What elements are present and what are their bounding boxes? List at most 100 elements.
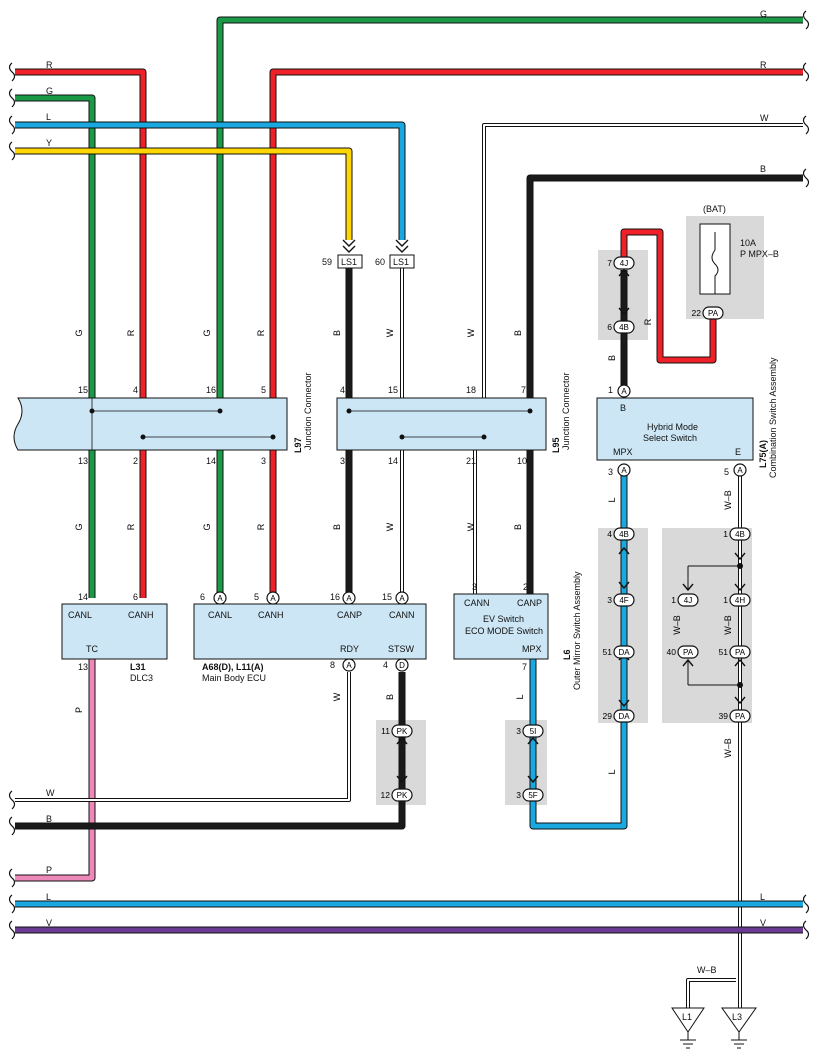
l95-pin-3: 3 — [340, 456, 345, 466]
hy-title2: Select Switch — [643, 433, 697, 443]
ev-mpx: MPX — [522, 644, 542, 654]
ecu-pin-15: 15 — [382, 592, 392, 602]
hy-pin-3: 3 — [608, 467, 613, 477]
svg-text:A: A — [621, 466, 627, 475]
l97-pin-13: 13 — [78, 456, 88, 466]
num-pa39: 39 — [719, 711, 729, 721]
vl-r2: R — [256, 329, 266, 336]
wire-r-left-outline — [15, 68, 147, 398]
wire-wb-gnd — [687, 979, 736, 1008]
svg-text:PA: PA — [708, 309, 719, 318]
break-mark — [8, 894, 16, 914]
ls1-b-label: LS1 — [393, 257, 409, 267]
vl-r5: R — [643, 318, 653, 325]
svg-text:PK: PK — [397, 727, 408, 736]
wire-label-left-g: G — [46, 86, 53, 96]
ecu-pin-5: 5 — [254, 592, 259, 602]
svg-text:4B: 4B — [619, 323, 629, 332]
dlc3-box — [61, 603, 168, 660]
ev-title1: EV Switch — [483, 614, 524, 624]
break-mark — [8, 790, 16, 810]
wire-b-stsw-outline — [15, 672, 406, 830]
num-4j: 7 — [607, 258, 612, 268]
vl-wb4: W–B — [723, 738, 733, 758]
break-mark — [8, 88, 16, 108]
ev-pin-7: 7 — [522, 662, 527, 672]
ls1-connectors — [337, 254, 415, 269]
wire-label-bot-l2: L — [760, 892, 765, 902]
wire-label-bot-w: W — [46, 788, 55, 798]
ground-symbols — [671, 1007, 757, 1049]
vl-g4: G — [202, 523, 212, 530]
wire-p-tc-outline — [15, 659, 96, 882]
vl-w4: W — [466, 522, 476, 531]
wire-label-top-w: W — [760, 113, 769, 123]
svg-text:A: A — [346, 594, 352, 603]
ls1-a-label: LS1 — [341, 257, 357, 267]
fuse-icon — [711, 232, 719, 294]
l97-label: L97 — [293, 437, 303, 453]
vl-w2: W — [466, 328, 476, 337]
break-mark — [802, 168, 810, 188]
dlc-canh: CANH — [128, 610, 154, 620]
break-mark — [8, 62, 16, 82]
a68-label: A68(D), L11(A) — [202, 662, 264, 672]
pin-pa-39: PA — [729, 709, 751, 723]
pin-pk-12: PK — [391, 788, 413, 802]
l31-label: L31 — [130, 662, 146, 672]
dlc-tc: TC — [86, 644, 98, 654]
wire-label-left-l: L — [46, 112, 51, 122]
l75-label: L75(A) — [758, 440, 768, 468]
main-body-ecu-box — [193, 603, 427, 660]
vl-b1: B — [332, 330, 342, 336]
l97-pin-4: 4 — [133, 385, 138, 395]
svg-text:4F: 4F — [619, 596, 628, 605]
shaded-zones — [376, 216, 764, 805]
ecu-cann: CANN — [389, 610, 415, 620]
pin-pk-11: PK — [391, 724, 413, 738]
wire-g-left-outline — [15, 94, 96, 398]
l95-pin-7: 7 — [521, 385, 526, 395]
ecu-pin-16: 16 — [330, 592, 340, 602]
pin-4h: 4H — [729, 593, 751, 607]
ground-l1: L1 — [682, 1012, 692, 1022]
dlc-pin-14: 14 — [78, 592, 88, 602]
l95-label: L95 — [551, 437, 561, 453]
vl-r3: R — [126, 523, 136, 530]
ecu-canh: CANH — [258, 610, 284, 620]
num-pa51: 51 — [719, 647, 729, 657]
wire-r-fuse — [621, 229, 716, 363]
wire-l-left — [15, 122, 405, 240]
break-mark — [8, 868, 16, 888]
vl-g2: G — [202, 329, 212, 336]
num-4b: 6 — [607, 322, 612, 332]
ecu-pin-4: 4 — [383, 660, 388, 670]
fuse-bat: (BAT) — [703, 204, 726, 214]
switch-internal — [687, 563, 743, 688]
wire-r-top — [270, 69, 803, 398]
pin-pa-22: PA — [702, 306, 724, 320]
wire-w-rdy-outline — [15, 672, 351, 802]
l95-pin-14: 14 — [388, 456, 398, 466]
svg-text:A: A — [270, 594, 276, 603]
vl-b4: B — [513, 524, 523, 530]
l97-pin-3: 3 — [261, 456, 266, 466]
pin-da-51: DA — [613, 645, 635, 659]
num-4j-comb: 1 — [671, 595, 676, 605]
wire-w-rdy — [15, 672, 350, 801]
l97-pin-2: 2 — [133, 456, 138, 466]
pin-4f: 4F — [613, 593, 635, 607]
l95-pin-21: 21 — [466, 456, 476, 466]
l95-pin-10: 10 — [517, 456, 527, 466]
pin-4b-l6: 4B — [613, 527, 635, 541]
ev-canp: CANP — [517, 598, 542, 608]
wire-wb-gnd-outline — [686, 978, 736, 1008]
wire-label-top-r: R — [760, 60, 767, 70]
l97-pin-5: 5 — [261, 385, 266, 395]
pin-a-ecu-canh: A — [266, 591, 280, 605]
svg-text:PA: PA — [735, 648, 746, 657]
svg-text:A: A — [346, 661, 352, 670]
num-da29: 29 — [603, 711, 613, 721]
vl-b5: B — [385, 694, 395, 700]
ev-switch-box — [453, 593, 549, 660]
